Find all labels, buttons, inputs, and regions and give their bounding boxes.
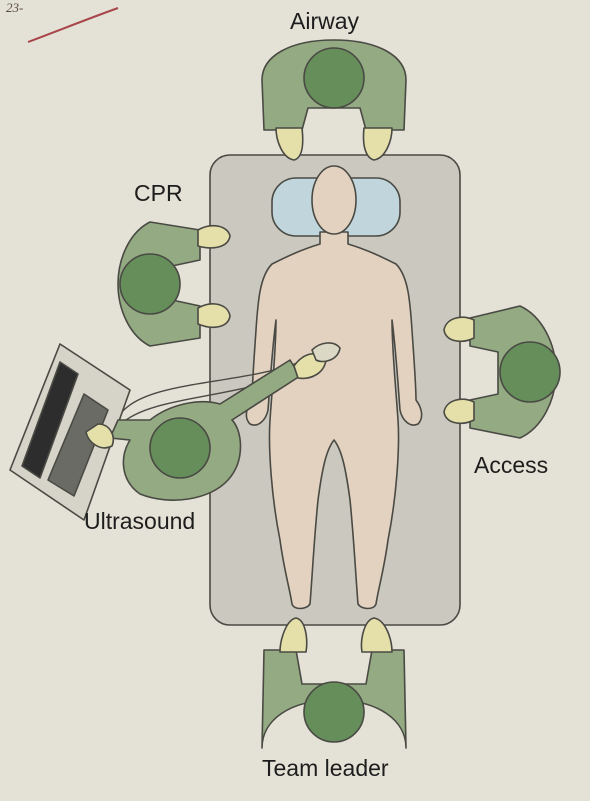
airway-provider-head bbox=[304, 48, 364, 108]
access-upper-hand bbox=[444, 317, 474, 341]
access-provider-head bbox=[500, 342, 560, 402]
access-lower-hand bbox=[444, 399, 474, 423]
label-airway: Airway bbox=[290, 8, 359, 35]
team-leader-head bbox=[304, 682, 364, 742]
label-team-leader: Team leader bbox=[262, 755, 389, 782]
cpr-provider-head bbox=[120, 254, 180, 314]
cpr-upper-hand bbox=[198, 226, 230, 248]
label-access: Access bbox=[474, 452, 548, 479]
cpr-lower-hand bbox=[198, 304, 230, 327]
label-cpr: CPR bbox=[134, 180, 183, 207]
patient-head bbox=[312, 166, 356, 234]
page-corner-number: 23- bbox=[6, 0, 23, 16]
ultrasound-operator-head bbox=[150, 418, 210, 478]
label-ultrasound: Ultrasound bbox=[84, 508, 195, 535]
